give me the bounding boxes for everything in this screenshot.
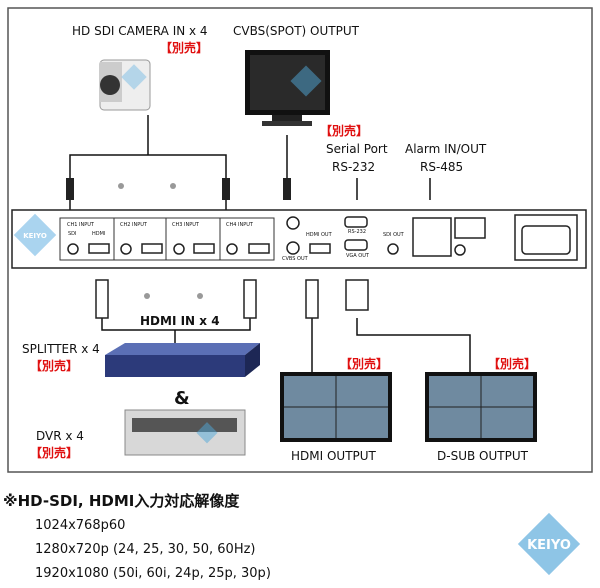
resolution-1: 1024x768p60: [35, 518, 126, 533]
ch3-label: CH3 INPUT: [172, 222, 199, 228]
cvbs-sold-separately: 【別売】: [320, 124, 369, 138]
camera-image: [99, 59, 151, 111]
vga-out-label: VGA OUT: [346, 253, 369, 259]
bnc-connectors: [66, 178, 291, 200]
ch1-label: CH1 INPUT: [67, 222, 94, 228]
rear-panel: KEIYO: [11, 209, 587, 269]
hdmi-plugs: [95, 279, 369, 319]
hdmi-monitor-sold-separately: 【別売】: [340, 357, 389, 371]
rs232-label: RS-232: [332, 160, 376, 174]
splitter-image: [105, 343, 260, 377]
camera-sold-separately: 【別売】: [160, 41, 209, 55]
camera-label: HD SDI CAMERA IN x 4: [72, 24, 208, 38]
bottom-cables: [101, 318, 471, 372]
ch2-label: CH2 INPUT: [120, 222, 147, 228]
hdmi-in-label: HDMI IN x 4: [140, 314, 220, 328]
panel-rs232-label: RS-232: [348, 229, 366, 235]
svg-text:KEIYO: KEIYO: [23, 232, 47, 240]
alarm-label: Alarm IN/OUT: [405, 142, 487, 156]
svg-text:KEIYO: KEIYO: [527, 538, 571, 553]
keiyo-logo: KEIYO: [517, 512, 581, 576]
cvbs-monitor-image: [245, 50, 330, 126]
notes-title: ※HD-SDI, HDMI入力対応解像度: [3, 492, 240, 510]
serial-port-label: Serial Port: [326, 142, 388, 156]
and-symbol: &: [174, 388, 190, 409]
splitter-sold-separately: 【別売】: [30, 359, 79, 373]
hdmi-output-label: HDMI OUTPUT: [291, 449, 376, 463]
resolution-2: 1280x720p (24, 25, 30, 50, 60Hz): [35, 542, 256, 557]
top-cables: [69, 115, 431, 210]
resolution-3: 1920x1080 (50i, 60i, 24p, 25p, 30p): [35, 566, 271, 581]
dvr-sold-separately: 【別売】: [30, 446, 79, 460]
diagram-frame: [7, 7, 593, 473]
dsub-monitor-sold-separately: 【別売】: [488, 357, 537, 371]
dsub-output-monitor: [425, 372, 537, 442]
dsub-output-label: D-SUB OUTPUT: [437, 449, 528, 463]
splitter-label: SPLITTER x 4: [22, 342, 100, 356]
hdmi-out-label: HDMI OUT: [306, 232, 332, 238]
rs485-label: RS-485: [420, 160, 464, 174]
cvbs-label: CVBS(SPOT) OUTPUT: [233, 24, 359, 38]
sdi-label: SDI: [68, 231, 77, 237]
cvbs-out-label: CVBS OUT: [282, 256, 308, 262]
dvr-label: DVR x 4: [36, 429, 84, 443]
sdi-out-label: SDI OUT: [383, 232, 404, 238]
hdmi-label: HDMI: [92, 231, 106, 237]
ch4-label: CH4 INPUT: [226, 222, 253, 228]
dvr-image: [124, 409, 246, 456]
hdmi-output-monitor: [280, 372, 392, 442]
